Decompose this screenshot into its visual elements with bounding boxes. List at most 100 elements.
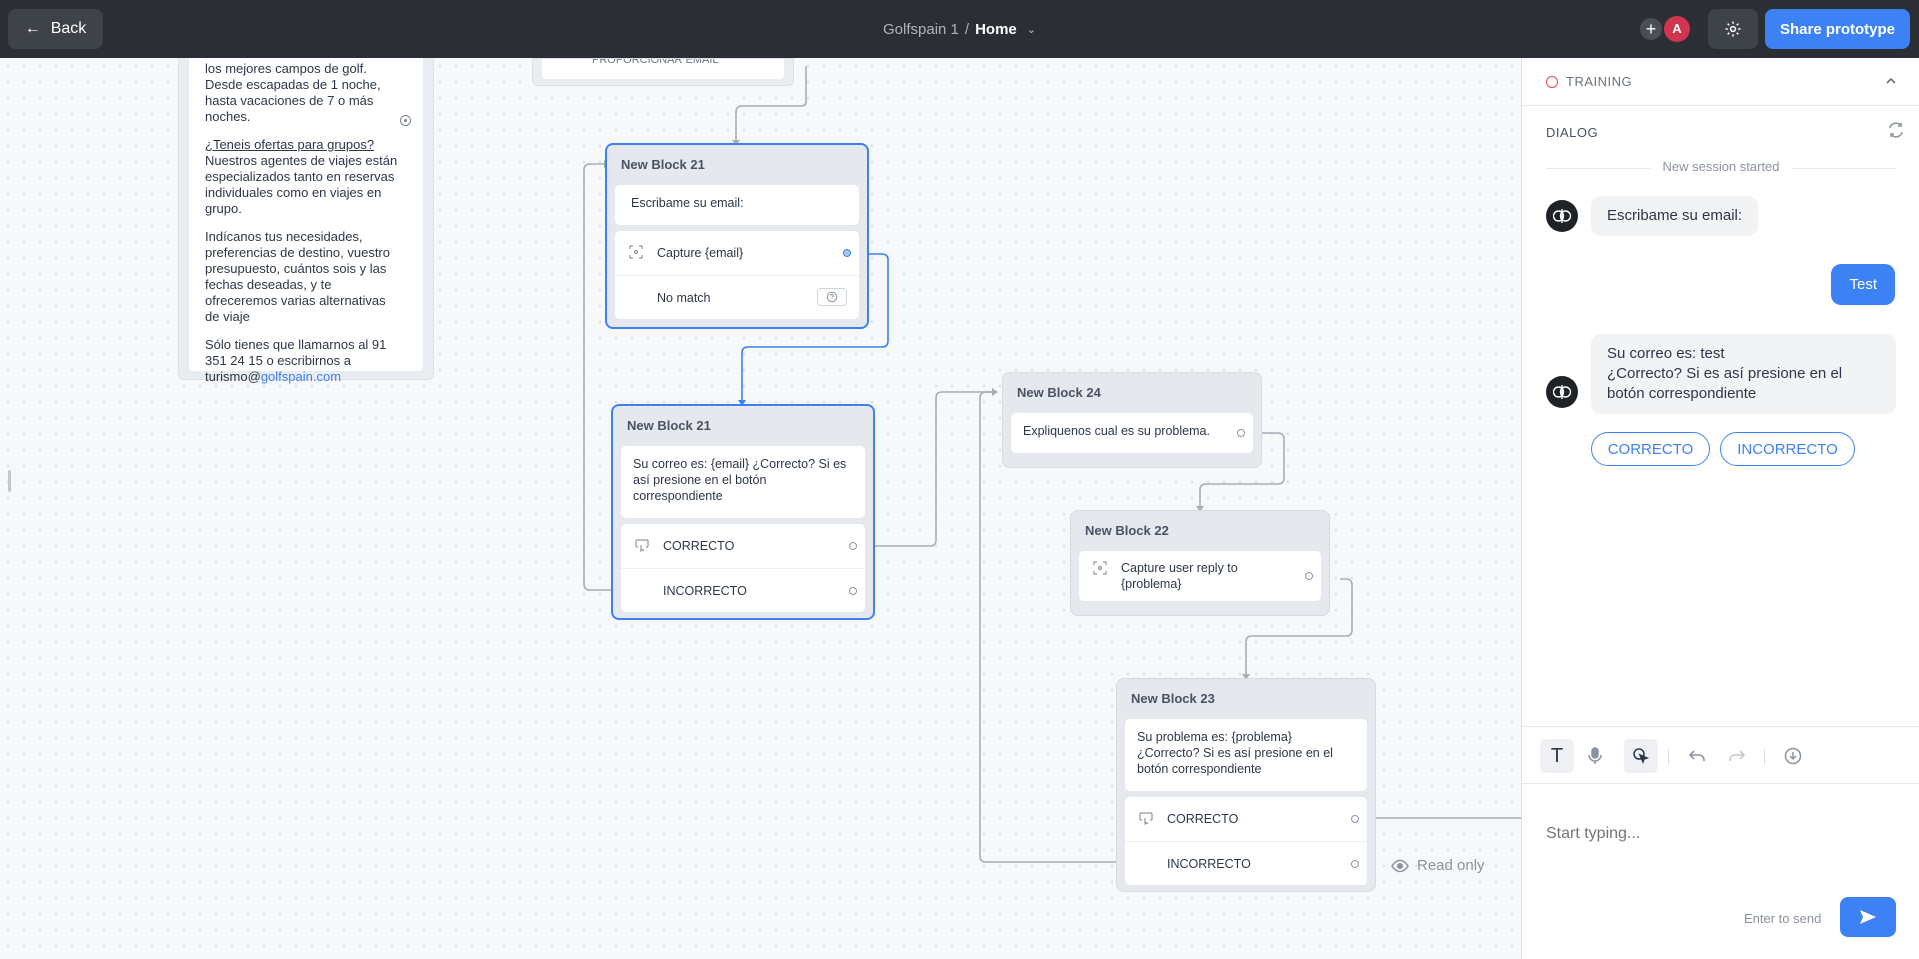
text-card-email-link[interactable]: golfspain.com	[260, 369, 342, 384]
block-23[interactable]: New Block 23 Su problema es: {problema} …	[1116, 678, 1376, 892]
output-port[interactable]	[1351, 815, 1359, 823]
bot-message: Escribame su email:	[1591, 196, 1759, 236]
chat-input[interactable]	[1546, 804, 1896, 864]
undo-icon	[1688, 750, 1705, 761]
download-button[interactable]	[1776, 739, 1810, 773]
output-port[interactable]	[849, 542, 857, 550]
bot-avatar	[1546, 376, 1578, 408]
bot-message: Su correo es: test ¿Correcto? Si es así …	[1591, 334, 1896, 414]
input-toolbar: T	[1522, 726, 1919, 784]
connector-block24-to-block22	[1199, 432, 1285, 506]
correcto-label: CORRECTO	[663, 539, 735, 553]
block-message[interactable]: Su problema es: {problema} ¿Correcto? Si…	[1125, 719, 1367, 791]
microphone-icon	[1588, 747, 1602, 764]
breadcrumb-page[interactable]: Home	[975, 20, 1017, 38]
capture-problema-label: Capture user reply to {problema}	[1121, 561, 1238, 591]
dialog-label: DIALOG	[1546, 125, 1599, 140]
help-icon[interactable]	[817, 288, 847, 306]
capture-icon	[1093, 561, 1107, 575]
redo-icon	[1729, 750, 1746, 761]
text-card-paragraph-2: ¿Teneis ofertas para grupos? Nuestros ag…	[205, 137, 399, 217]
output-port[interactable]	[849, 586, 857, 595]
incorrecto-row[interactable]: INCORRECTO	[1125, 841, 1367, 885]
eye-icon	[1391, 859, 1409, 872]
no-match-row[interactable]: No match	[615, 275, 859, 319]
settings-button[interactable]	[1708, 9, 1758, 49]
text-card-paragraph-3: Indícanos tus necesidades, preferencias …	[205, 229, 390, 324]
output-port[interactable]	[1351, 859, 1359, 868]
block-message[interactable]: Expliquenos cual es su problema.	[1011, 413, 1253, 453]
incorrecto-row[interactable]: INCORRECTO	[621, 568, 865, 612]
read-only-indicator: Read only	[1391, 857, 1485, 874]
capture-email-label: Capture {email}	[657, 246, 744, 260]
output-port[interactable]	[1305, 572, 1313, 580]
text-card[interactable]: los mejores campos de golf. Desde escapa…	[178, 58, 434, 384]
redo-button[interactable]	[1720, 739, 1754, 773]
correcto-row[interactable]: CORRECTO	[621, 524, 865, 568]
back-label: Back	[50, 20, 87, 37]
flow-canvas[interactable]: los mejores campos de golf. Desde escapa…	[0, 58, 1521, 959]
bot-avatar	[1546, 200, 1578, 232]
refresh-icon[interactable]	[1887, 121, 1905, 139]
connector-top-to-block21	[735, 66, 807, 140]
session-started-label: New session started	[1650, 159, 1792, 174]
button-choice-icon	[1139, 812, 1153, 825]
send-button[interactable]	[1840, 897, 1896, 937]
block-24[interactable]: New Block 24 Expliquenos cual es su prob…	[1002, 372, 1262, 468]
no-match-label: No match	[657, 290, 711, 305]
block-message[interactable]: Su correo es: {email} ¿Correcto? Si es a…	[621, 446, 865, 518]
avatar[interactable]: A	[1664, 16, 1690, 42]
toolbar-separator	[1764, 749, 1765, 765]
button-mode-button[interactable]	[1624, 739, 1658, 773]
connector-correcto-to-block24	[866, 391, 996, 547]
breadcrumb-separator: /	[964, 20, 970, 38]
block-rows: Capture user reply to {problema}	[1079, 551, 1321, 601]
panel-resize-handle[interactable]	[8, 470, 11, 492]
pointer-click-icon	[1633, 748, 1650, 765]
test-panel: TRAINING DIALOG New session started Escr…	[1521, 58, 1919, 959]
block-message-text: Expliquenos cual es su problema.	[1023, 424, 1210, 438]
back-button[interactable]: ← Back	[8, 9, 103, 49]
incorrecto-label: INCORRECTO	[1167, 856, 1251, 871]
block-21-confirm-email[interactable]: New Block 21 Su correo es: {email} ¿Corr…	[611, 404, 875, 620]
block-title: New Block 21	[627, 418, 711, 433]
user-message: Test	[1831, 264, 1895, 305]
bot-message-line: Su correo es: test	[1607, 345, 1725, 362]
connector-block22-to-block23	[1245, 578, 1353, 674]
chevron-down-icon[interactable]: ⌄	[1026, 23, 1036, 36]
correcto-row[interactable]: CORRECTO	[1125, 797, 1367, 841]
bot-logo-icon	[1552, 385, 1572, 399]
connector-capture-to-block21b	[741, 253, 889, 400]
voice-mode-button[interactable]	[1578, 739, 1612, 773]
undo-button[interactable]	[1680, 739, 1714, 773]
choice-correcto-button[interactable]: CORRECTO	[1591, 432, 1710, 466]
output-port[interactable]	[843, 249, 851, 257]
download-icon	[1784, 747, 1802, 765]
block-rows: Capture {email} No match	[615, 231, 859, 319]
email-step-card[interactable]: PROPORCIONAR EMAIL	[532, 58, 794, 86]
bot-logo-icon	[1552, 209, 1572, 223]
gear-icon	[1725, 21, 1741, 37]
target-icon[interactable]	[400, 115, 411, 126]
text-mode-button[interactable]: T	[1540, 739, 1574, 773]
training-header[interactable]: TRAINING	[1522, 58, 1919, 106]
capture-email-row[interactable]: Capture {email}	[615, 231, 859, 275]
capture-problema-row[interactable]: Capture user reply to {problema}	[1079, 551, 1321, 601]
breadcrumb-project[interactable]: Golfspain 1	[883, 20, 959, 38]
chevron-up-icon[interactable]	[1884, 74, 1898, 88]
choice-incorrecto-button[interactable]: INCORRECTO	[1720, 432, 1855, 466]
breadcrumb: Golfspain 1 / Home ⌄	[0, 0, 1919, 58]
output-port[interactable]	[1237, 429, 1245, 437]
block-22[interactable]: New Block 22 Capture user reply to {prob…	[1070, 510, 1330, 616]
add-collaborator-icon[interactable]: +	[1640, 18, 1662, 40]
block-21-email-prompt[interactable]: New Block 21 Escribame su email: Capture…	[605, 143, 869, 329]
send-icon	[1860, 910, 1876, 924]
text-card-paragraph-1: los mejores campos de golf. Desde escapa…	[205, 61, 381, 124]
block-message[interactable]: Escribame su email:	[615, 185, 859, 225]
share-prototype-button[interactable]: Share prototype	[1765, 9, 1910, 49]
correcto-label: CORRECTO	[1167, 812, 1239, 826]
text-card-link-question[interactable]: ¿Teneis ofertas para grupos?	[205, 137, 375, 152]
toolbar-separator	[1668, 749, 1669, 765]
connector-block23-incorrecto-loop	[979, 391, 1124, 863]
enter-to-send-hint: Enter to send	[1744, 911, 1822, 926]
